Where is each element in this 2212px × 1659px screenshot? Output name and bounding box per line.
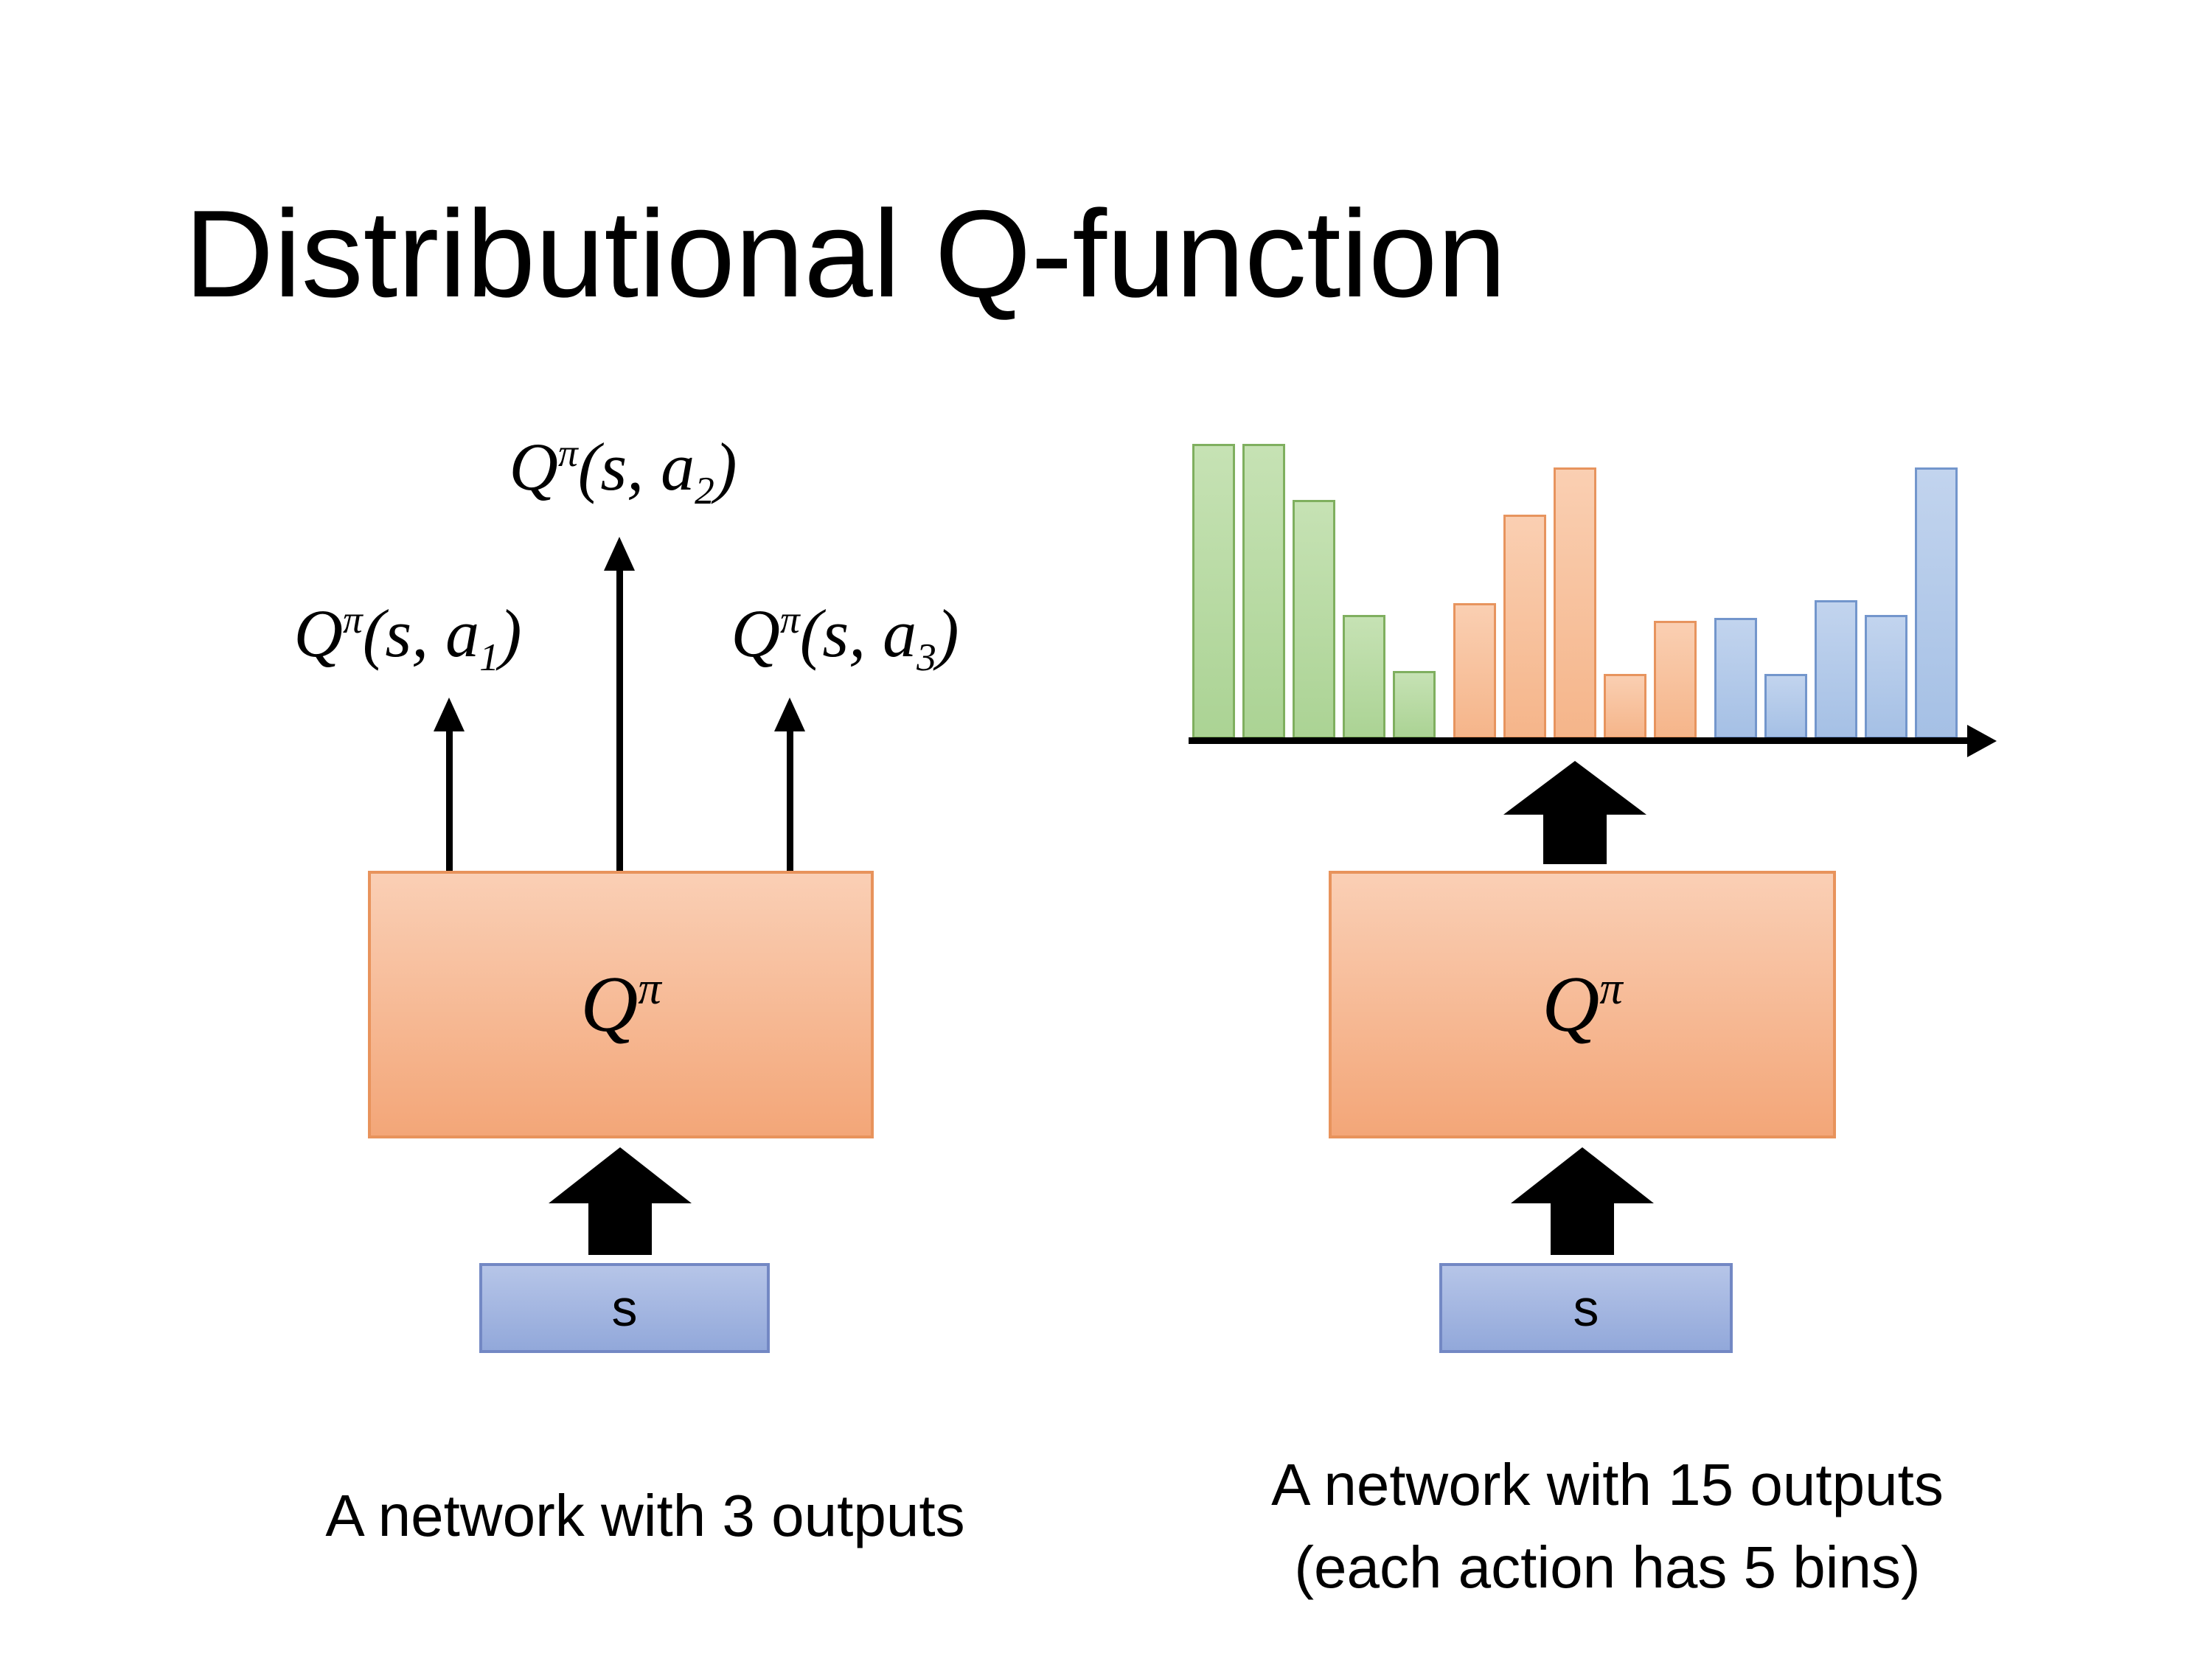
left-input-arrow xyxy=(549,1147,692,1255)
math-part: (s, a xyxy=(362,595,480,671)
right-input-arrow xyxy=(1511,1147,1654,1255)
histogram-bar-action-2-orange-3 xyxy=(1554,467,1596,739)
state-label: s xyxy=(1573,1279,1599,1337)
output-label-a3: Qπ(s, a3) xyxy=(731,594,959,680)
arrow-stem xyxy=(445,731,453,871)
math-part: (s, a xyxy=(799,595,917,671)
axis-arrow-head-icon xyxy=(1967,725,1997,757)
left-network-box: Qπ xyxy=(368,871,874,1138)
histogram-bar-action-1-green-4 xyxy=(1343,615,1385,739)
right-caption-line1: A network with 15 outputs xyxy=(1271,1452,1944,1517)
output-arrow-a3 xyxy=(774,698,805,871)
histogram-bar-action-2-orange-5 xyxy=(1654,621,1697,739)
math-part: 3 xyxy=(917,635,936,680)
math-part: 1 xyxy=(479,635,499,680)
math-part: ) xyxy=(936,595,959,671)
arrow-head-icon xyxy=(434,698,465,731)
histogram-bar-action-2-orange-1 xyxy=(1453,603,1496,739)
histogram-bar-action-1-green-3 xyxy=(1293,500,1335,739)
histogram-bar-action-1-green-1 xyxy=(1192,444,1235,739)
histogram-axis xyxy=(1189,737,1970,744)
arrow-stem xyxy=(616,571,623,871)
state-label: s xyxy=(611,1279,638,1337)
arrow-stem xyxy=(786,731,793,871)
left-caption: A network with 3 outputs xyxy=(325,1483,965,1548)
histogram-bar-action-2-orange-4 xyxy=(1604,674,1646,739)
math-part: π xyxy=(779,597,800,642)
right-caption-line2: (each action has 5 bins) xyxy=(1294,1534,1921,1600)
left-state-box: s xyxy=(479,1263,770,1353)
histogram-bar-action-3-blue-1 xyxy=(1714,618,1757,739)
right-caption: A network with 15 outputs (each action h… xyxy=(1224,1444,1991,1609)
math-part: ) xyxy=(498,595,522,671)
math-part: Q xyxy=(1542,960,1600,1048)
math-part: π xyxy=(638,961,661,1014)
q-pi-label: Qπ xyxy=(580,959,661,1051)
histogram-bar-action-1-green-5 xyxy=(1393,671,1436,739)
math-part: π xyxy=(557,431,578,476)
histogram-bar-action-3-blue-2 xyxy=(1764,674,1807,739)
math-part: Q xyxy=(731,595,780,671)
histogram-bar-action-3-blue-5 xyxy=(1915,467,1958,739)
slide-title: Distributional Q-function xyxy=(184,184,1506,323)
histogram-bar-action-1-green-2 xyxy=(1242,444,1285,739)
math-part: π xyxy=(342,597,363,642)
arrow-head-icon xyxy=(774,698,805,731)
math-part: π xyxy=(1599,961,1623,1014)
math-part: 2 xyxy=(695,468,714,513)
output-label-a2: Qπ(s, a2) xyxy=(509,428,737,513)
output-label-a1: Qπ(s, a1) xyxy=(294,594,522,680)
math-part: (s, a xyxy=(577,428,695,504)
math-part: Q xyxy=(293,595,343,671)
histogram-bars xyxy=(1192,437,1958,739)
math-part: Q xyxy=(509,428,558,504)
arrow-head-icon xyxy=(604,537,635,571)
output-arrow-a1 xyxy=(434,698,465,871)
right-network-box: Qπ xyxy=(1329,871,1836,1138)
math-part: ) xyxy=(714,428,737,504)
right-output-arrow xyxy=(1503,761,1646,864)
histogram-bar-action-2-orange-2 xyxy=(1503,515,1546,739)
right-state-box: s xyxy=(1439,1263,1733,1353)
histogram-bar-action-3-blue-3 xyxy=(1815,600,1857,739)
output-arrow-a2 xyxy=(604,537,635,871)
q-pi-label: Qπ xyxy=(1542,959,1622,1051)
math-part: Q xyxy=(580,960,639,1048)
histogram-bar-action-3-blue-4 xyxy=(1865,615,1907,739)
